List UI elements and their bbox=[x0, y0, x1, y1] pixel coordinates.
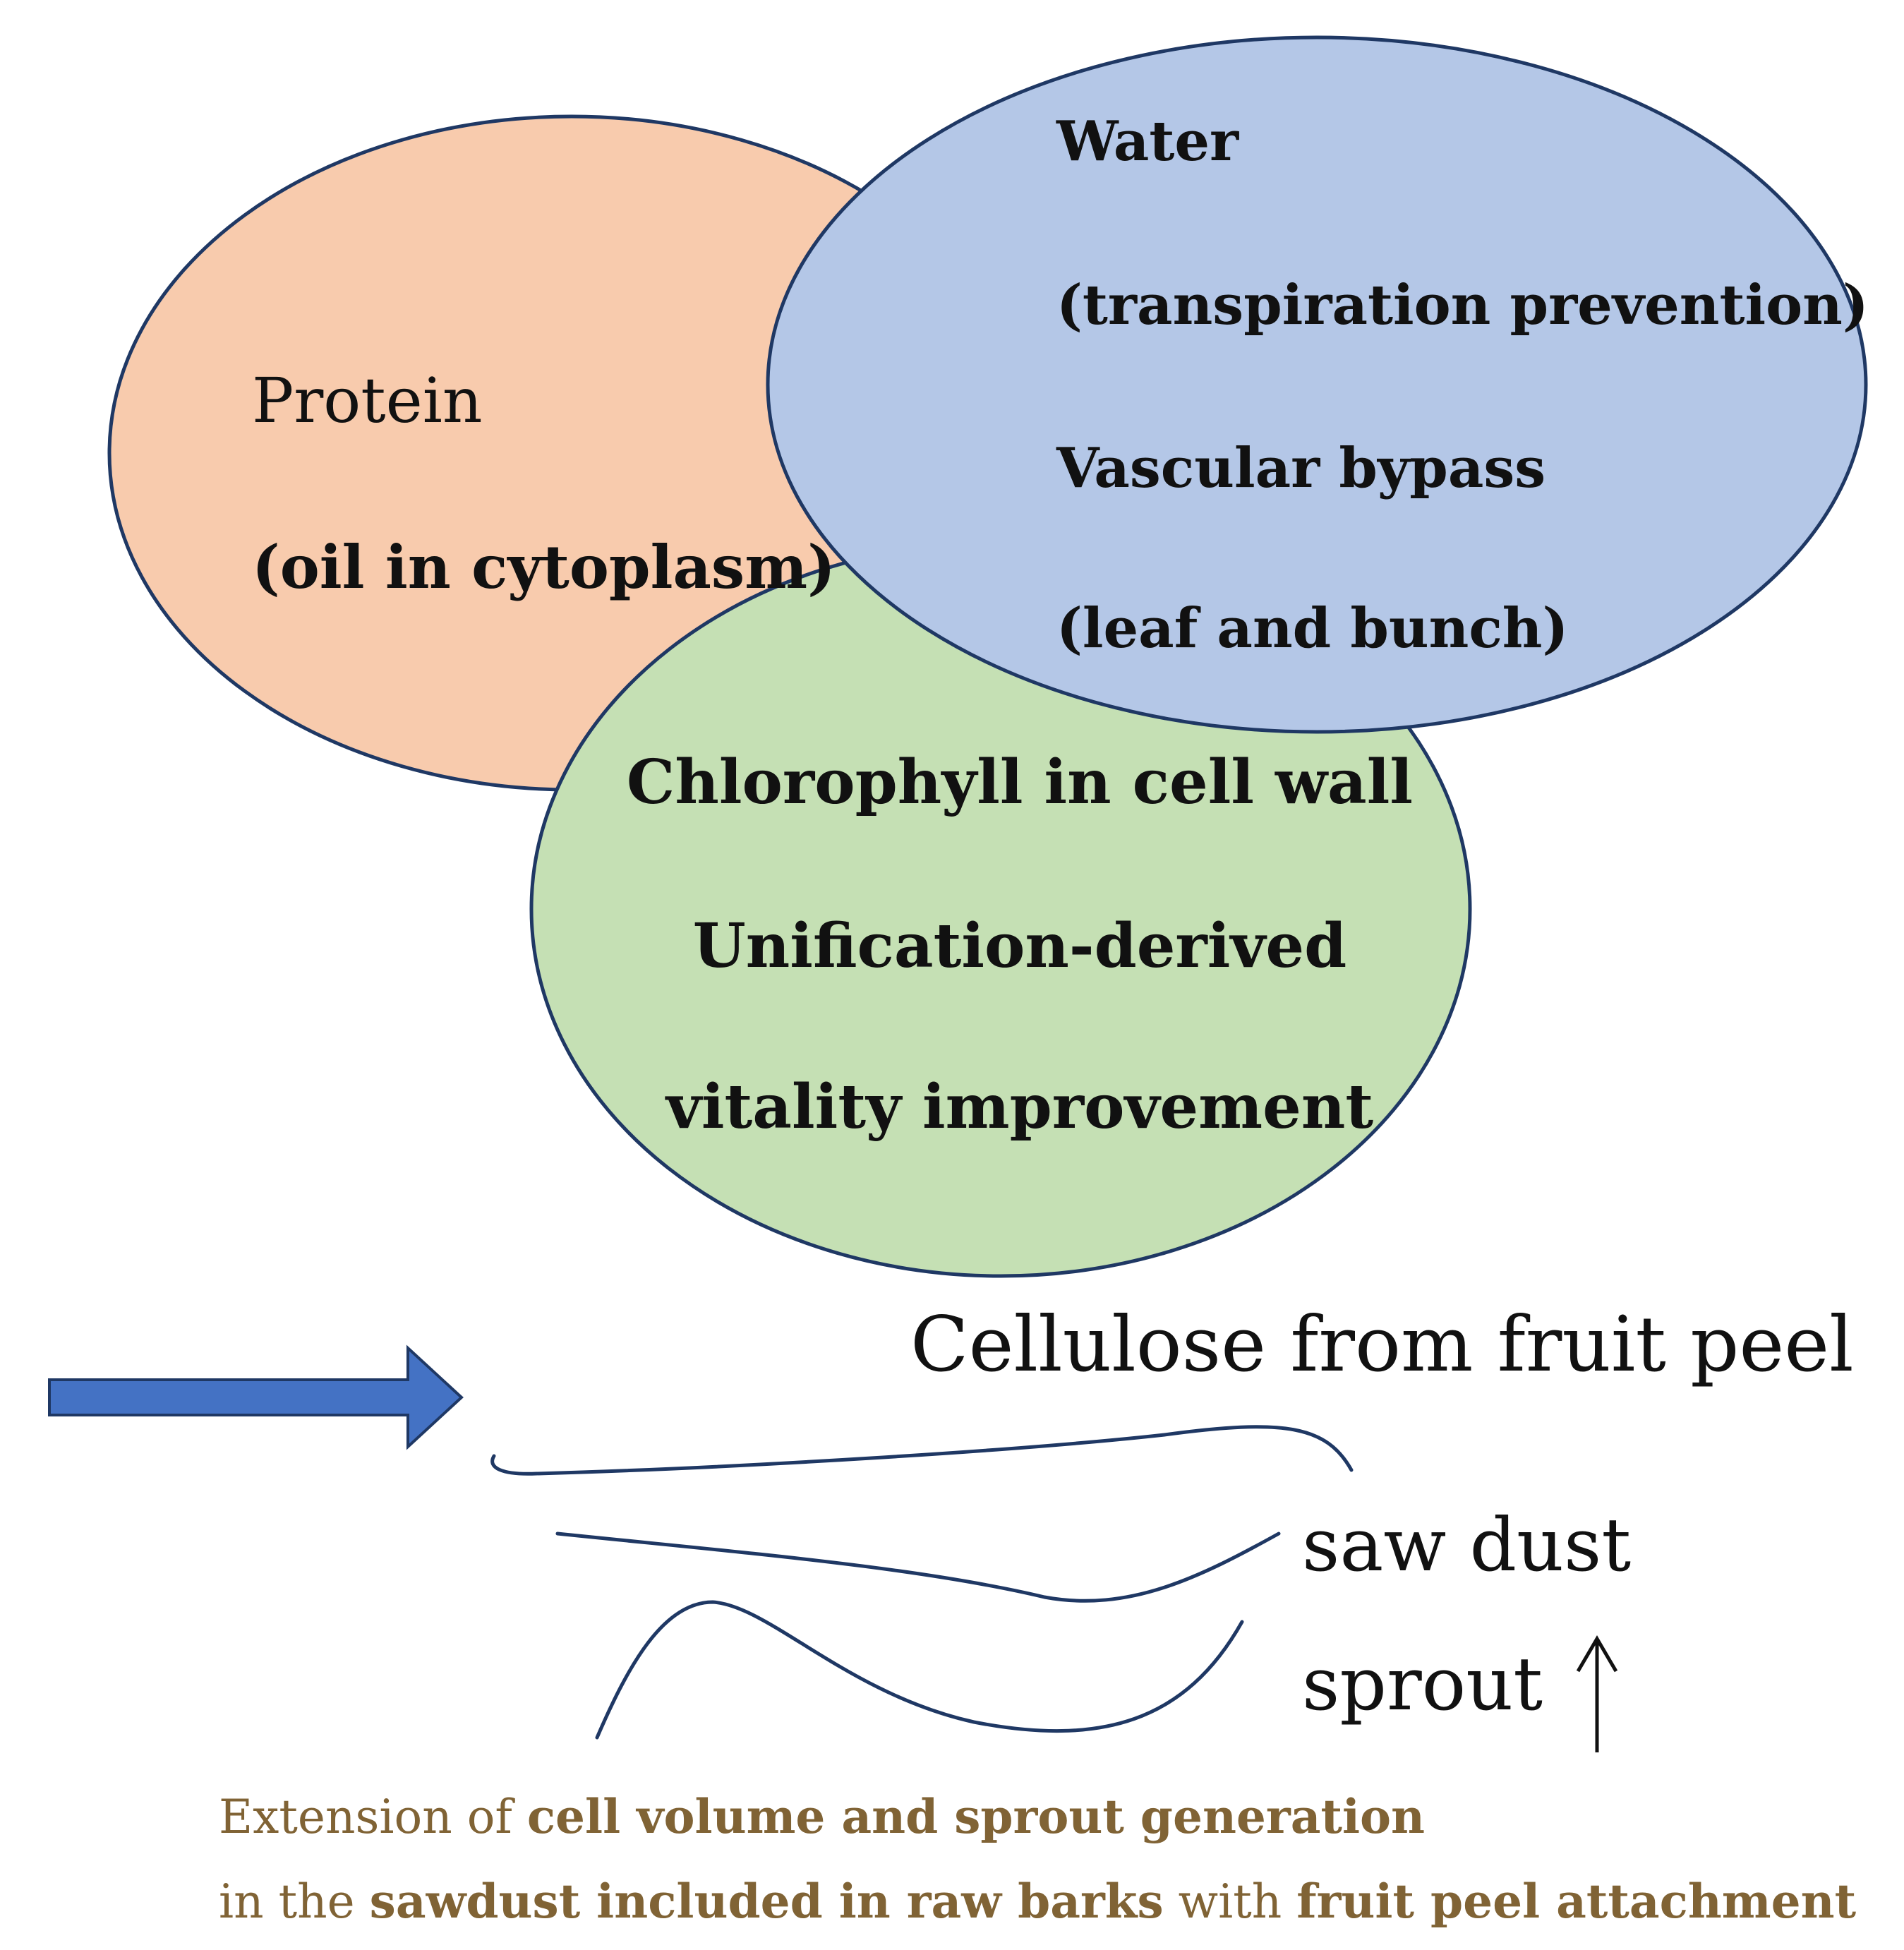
sprout-fiber-curve bbox=[595, 1600, 1244, 1740]
caption-line-2-part-4: fruit peel attachment bbox=[1296, 1874, 1856, 1929]
caption-line-1: Extension of cell volume and sprout gene… bbox=[219, 1789, 1425, 1844]
protein-sub-label: (oil in cytoplasm) bbox=[252, 532, 836, 602]
caption-line-2-part-2: sawdust included in raw barks bbox=[370, 1874, 1164, 1929]
unification-label: Unification-derived bbox=[693, 910, 1346, 982]
vascular-sub-label: (leaf and bunch) bbox=[1056, 596, 1568, 661]
vascular-label: Vascular bypass bbox=[1056, 436, 1546, 500]
protein-label: Protein bbox=[252, 364, 483, 437]
block-arrow-right-icon bbox=[48, 1344, 464, 1450]
caption-line-1-part-1: Extension of bbox=[219, 1790, 527, 1844]
cellulose-fiber-curve bbox=[490, 1425, 1354, 1476]
vitality-label: vitality improvement bbox=[665, 1071, 1373, 1143]
caption-line-1-part-2: cell volume and sprout generation bbox=[527, 1789, 1425, 1844]
caption-line-2-part-1: in the bbox=[219, 1874, 370, 1929]
caption-line-2: in the sawdust included in raw barks wit… bbox=[219, 1874, 1857, 1929]
water-sub-label: (transpiration prevention) bbox=[1056, 273, 1869, 337]
sprout-label: sprout bbox=[1302, 1641, 1543, 1727]
sawdust-fiber-curve bbox=[555, 1531, 1281, 1603]
sawdust-label: saw dust bbox=[1302, 1502, 1631, 1588]
caption-line-2-part-3: with bbox=[1164, 1874, 1297, 1929]
water-ellipse bbox=[766, 35, 1868, 734]
cellulose-label: Cellulose from fruit peel bbox=[910, 1301, 1854, 1389]
water-label: Water bbox=[1056, 109, 1239, 174]
chlorophyll-label: Chlorophyll in cell wall bbox=[627, 747, 1413, 818]
up-arrow-icon bbox=[1576, 1635, 1618, 1752]
